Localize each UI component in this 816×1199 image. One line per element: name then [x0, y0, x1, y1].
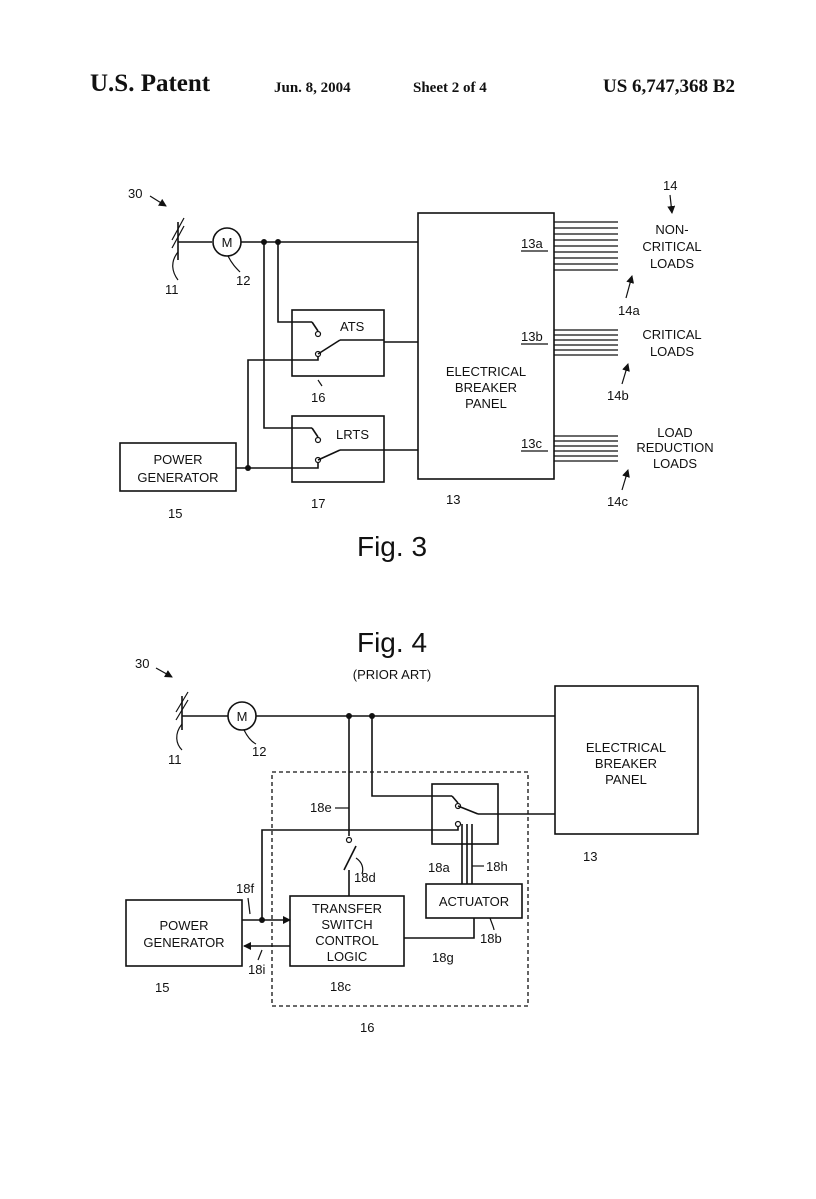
fig4-ref-18g: 18g	[432, 950, 454, 965]
fig3-critical-line1: CRITICAL	[642, 327, 701, 342]
fig3-meter-label: M	[222, 235, 233, 250]
fig3-gen-to-ats	[247, 356, 319, 468]
fig3-diagram: 30 11 M 12	[119, 178, 714, 562]
fig3-ref-loads: 14	[663, 178, 677, 193]
fig4-ref-meter: 12	[252, 744, 266, 759]
fig3-noncritical-line2: CRITICAL	[642, 239, 701, 254]
fig3-caption: Fig. 3	[357, 531, 427, 562]
fig3-generator-line2: GENERATOR	[137, 470, 218, 485]
fig4-actuator-label: ACTUATOR	[439, 894, 509, 909]
fig3-generator-box	[119, 442, 237, 492]
fig4-ref-18f: 18f	[236, 881, 254, 896]
fig4-ref-18i: 18i	[248, 962, 265, 977]
fig3-ref-system: 30	[128, 186, 142, 201]
fig4-panel-line2: BREAKER	[595, 756, 657, 771]
fig3-gen-to-lrts	[236, 462, 319, 469]
fig3-ref-critical: 14b	[607, 388, 629, 403]
fig4-ref-18c: 18c	[330, 979, 351, 994]
fig4-ref-18h: 18h	[486, 859, 508, 874]
fig3-reduction-bundle	[554, 435, 618, 462]
fig3-reduction-line1: LOAD	[657, 425, 692, 440]
fig3-breaker-panel	[417, 212, 555, 480]
fig4-panel-line1: ELECTRICAL	[586, 740, 666, 755]
fig3-noncritical-line3: LOADS	[650, 256, 694, 271]
fig4-control-logic-box	[289, 895, 405, 967]
fig3-ref-meter: 12	[236, 273, 250, 288]
fig3-reduction-line2: REDUCTION	[636, 440, 713, 455]
fig4-diagram: Fig. 4 (PRIOR ART) 30 11 M 12 16	[125, 627, 699, 1035]
fig3-ref-utility: 11	[165, 282, 179, 297]
fig4-panel-line3: PANEL	[605, 772, 647, 787]
fig3-output-a: 13a	[521, 236, 543, 251]
patent-header-number: US 6,747,368 B2	[603, 76, 735, 97]
fig4-generator-line2: GENERATOR	[143, 935, 224, 950]
fig4-ref-generator: 15	[155, 980, 169, 995]
fig4-ref-18a: 18a	[428, 860, 450, 875]
fig3-system-arrow	[149, 195, 167, 207]
fig3-ats-leader	[317, 379, 323, 387]
fig4-ref-18b: 18b	[480, 931, 502, 946]
fig4-breaker-panel	[554, 685, 699, 835]
fig3-generator-line1: POWER	[153, 452, 202, 467]
fig3-critical-line2: LOADS	[650, 344, 694, 359]
patent-header-title: U.S. Patent	[90, 70, 211, 97]
fig3-reduction-line3: LOADS	[653, 456, 697, 471]
fig3-panel-line1: ELECTRICAL	[446, 364, 526, 379]
fig4-logic-line3: CONTROL	[315, 933, 379, 948]
fig4-utility-symbol	[175, 691, 189, 751]
fig4-gen-to-switch	[261, 827, 459, 920]
fig3-critical-bundle	[554, 329, 618, 356]
fig3-ref-reduction: 14c	[607, 494, 628, 509]
fig3-utility-to-lrts	[263, 242, 292, 429]
fig3-panel-line3: PANEL	[465, 396, 507, 411]
fig4-transfer-switch-enclosure	[271, 771, 529, 1007]
fig3-ref-panel: 13	[446, 492, 460, 507]
fig4-logic-line2: SWITCH	[321, 917, 372, 932]
fig4-subcaption: (PRIOR ART)	[353, 667, 432, 682]
fig3-lrts-switch	[292, 427, 384, 464]
fig4-generator-box	[125, 899, 243, 967]
fig4-logic-to-actuator	[404, 918, 475, 939]
fig3-ats-switch	[292, 321, 384, 358]
fig4-ref-18e: 18e	[310, 800, 332, 815]
fig4-ref-system: 30	[135, 656, 149, 671]
fig4-logic-line1: TRANSFER	[312, 901, 382, 916]
fig3-ref-noncritical: 14a	[618, 303, 640, 318]
fig3-utility-symbol	[171, 217, 185, 281]
fig3-ref-lrts: 17	[311, 496, 325, 511]
fig3-noncritical-line1: NON-	[655, 222, 688, 237]
fig4-caption: Fig. 4	[357, 627, 427, 658]
patent-header-date: Jun. 8, 2004	[274, 80, 351, 96]
fig3-ref-ats: 16	[311, 390, 325, 405]
fig4-contact-18d	[343, 845, 357, 871]
fig4-ref-18d: 18d	[354, 870, 376, 885]
fig3-ref-generator: 15	[168, 506, 182, 521]
patent-header-sheet: Sheet 2 of 4	[413, 80, 487, 96]
fig3-utility-to-ats	[277, 242, 292, 323]
fig4-generator-line1: POWER	[159, 918, 208, 933]
fig3-ats-box	[291, 309, 385, 377]
fig4-ref-panel: 13	[583, 849, 597, 864]
fig4-ref-16: 16	[360, 1020, 374, 1035]
fig3-noncritical-bundle	[554, 221, 618, 271]
fig4-switch-contacts	[432, 795, 555, 828]
fig4-utility-to-switch	[371, 716, 432, 797]
fig3-panel-line2: BREAKER	[455, 380, 517, 395]
fig3-lrts-label: LRTS	[336, 427, 369, 442]
fig3-output-c: 13c	[521, 436, 542, 451]
fig4-ref-utility: 11	[168, 752, 182, 767]
fig3-lrts-box	[291, 415, 385, 483]
fig4-meter-label: M	[237, 709, 248, 724]
fig3-meter-leader	[227, 255, 241, 273]
fig3-output-b: 13b	[521, 329, 543, 344]
fig3-ats-label: ATS	[340, 319, 365, 334]
fig4-logic-line4: LOGIC	[327, 949, 367, 964]
